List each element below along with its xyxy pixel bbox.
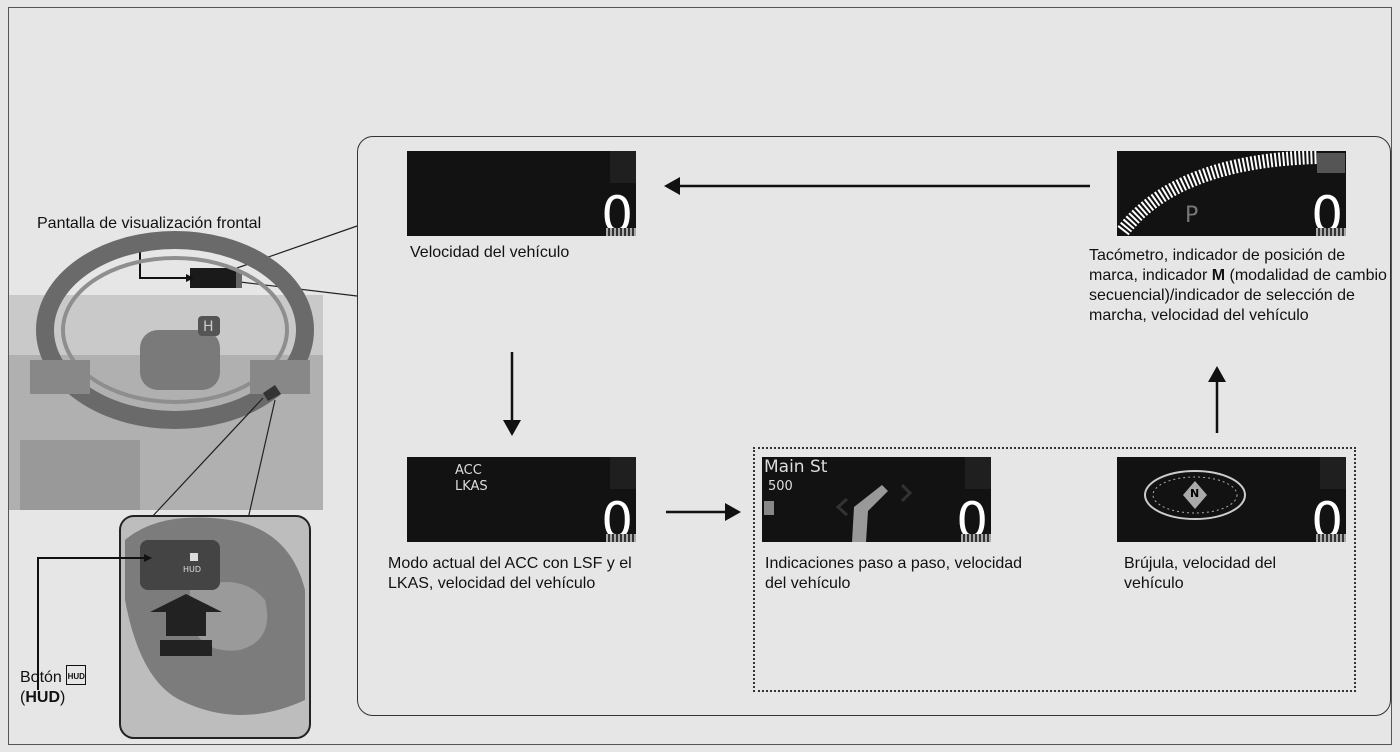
speed-caption: Velocidad del vehículo bbox=[410, 243, 569, 263]
compass-screen: N 0 bbox=[1117, 457, 1346, 542]
acc-caption: Modo actual del ACC con LSF y el LKAS, v… bbox=[388, 554, 678, 594]
tach-screen: P 0 bbox=[1117, 151, 1346, 236]
speed-screen: 0 bbox=[407, 151, 636, 236]
acc-text: ACC bbox=[455, 463, 482, 478]
turn-arrow-icon bbox=[852, 485, 888, 542]
compass-heading: N bbox=[1190, 487, 1199, 500]
nav-screen: Main St 500 0 bbox=[762, 457, 991, 542]
lkas-text: LKAS bbox=[455, 479, 488, 494]
svg-text:H: H bbox=[203, 319, 214, 335]
hud-unit-icon bbox=[190, 268, 236, 288]
acc-screen: ACC LKAS 0 bbox=[407, 457, 636, 542]
svg-text:HUD: HUD bbox=[183, 565, 201, 574]
compass-caption: Brújula, velocidad del vehículo bbox=[1124, 554, 1334, 594]
hud-display-label: Pantalla de visualización frontal bbox=[37, 215, 261, 233]
hud-button-label: Botón HUD (HUD) bbox=[20, 668, 86, 708]
nav-caption: Indicaciones paso a paso, velocidad del … bbox=[765, 554, 1025, 594]
hud-button bbox=[140, 540, 220, 590]
hud-icon: HUD bbox=[66, 665, 86, 685]
gear-indicator: P bbox=[1185, 203, 1198, 228]
tach-caption: Tacómetro, indicador de posición de marc… bbox=[1089, 246, 1389, 326]
hud-pointer-line bbox=[140, 252, 190, 278]
